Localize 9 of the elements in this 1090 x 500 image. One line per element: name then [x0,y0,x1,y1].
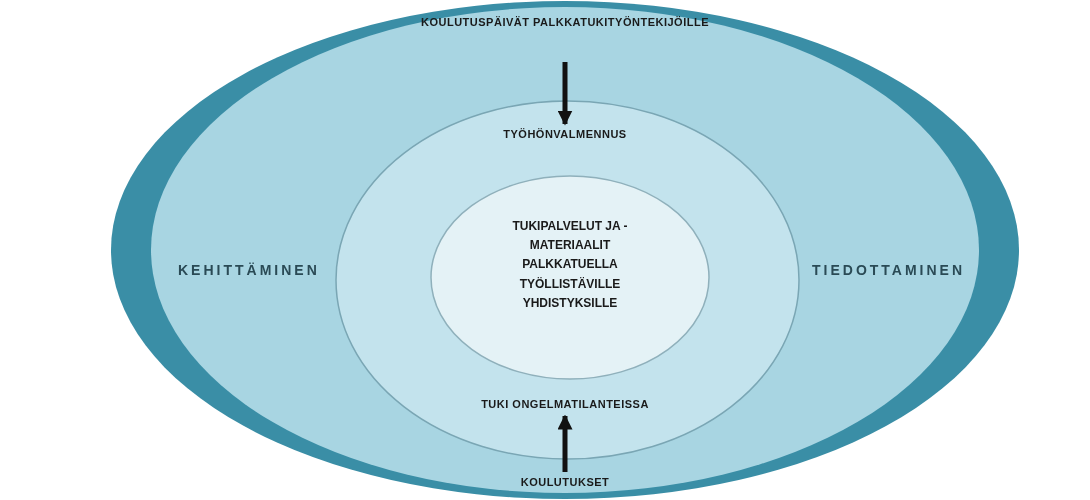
arrow [557,62,573,126]
text-label: TYÖHÖNVALMENNUS [455,126,675,144]
arrow [557,414,573,472]
ring-label: KEHITTÄMINEN [178,262,320,278]
core-text: TUKIPALVELUT JA -MATERIAALIT PALKKATUELLA TYÖLLISTÄVILLE YHDISTYKSILLE [511,218,629,312]
text-label: TUKI ONGELMATILANTEISSA [440,396,690,414]
text-label: KOULUTUKSET [480,474,650,492]
text-label: KOULUTUSPÄIVÄT PALKKATUKITYÖNTEKIJÖILLE [410,14,720,32]
ring-label: TIEDOTTAMINEN [812,262,966,278]
